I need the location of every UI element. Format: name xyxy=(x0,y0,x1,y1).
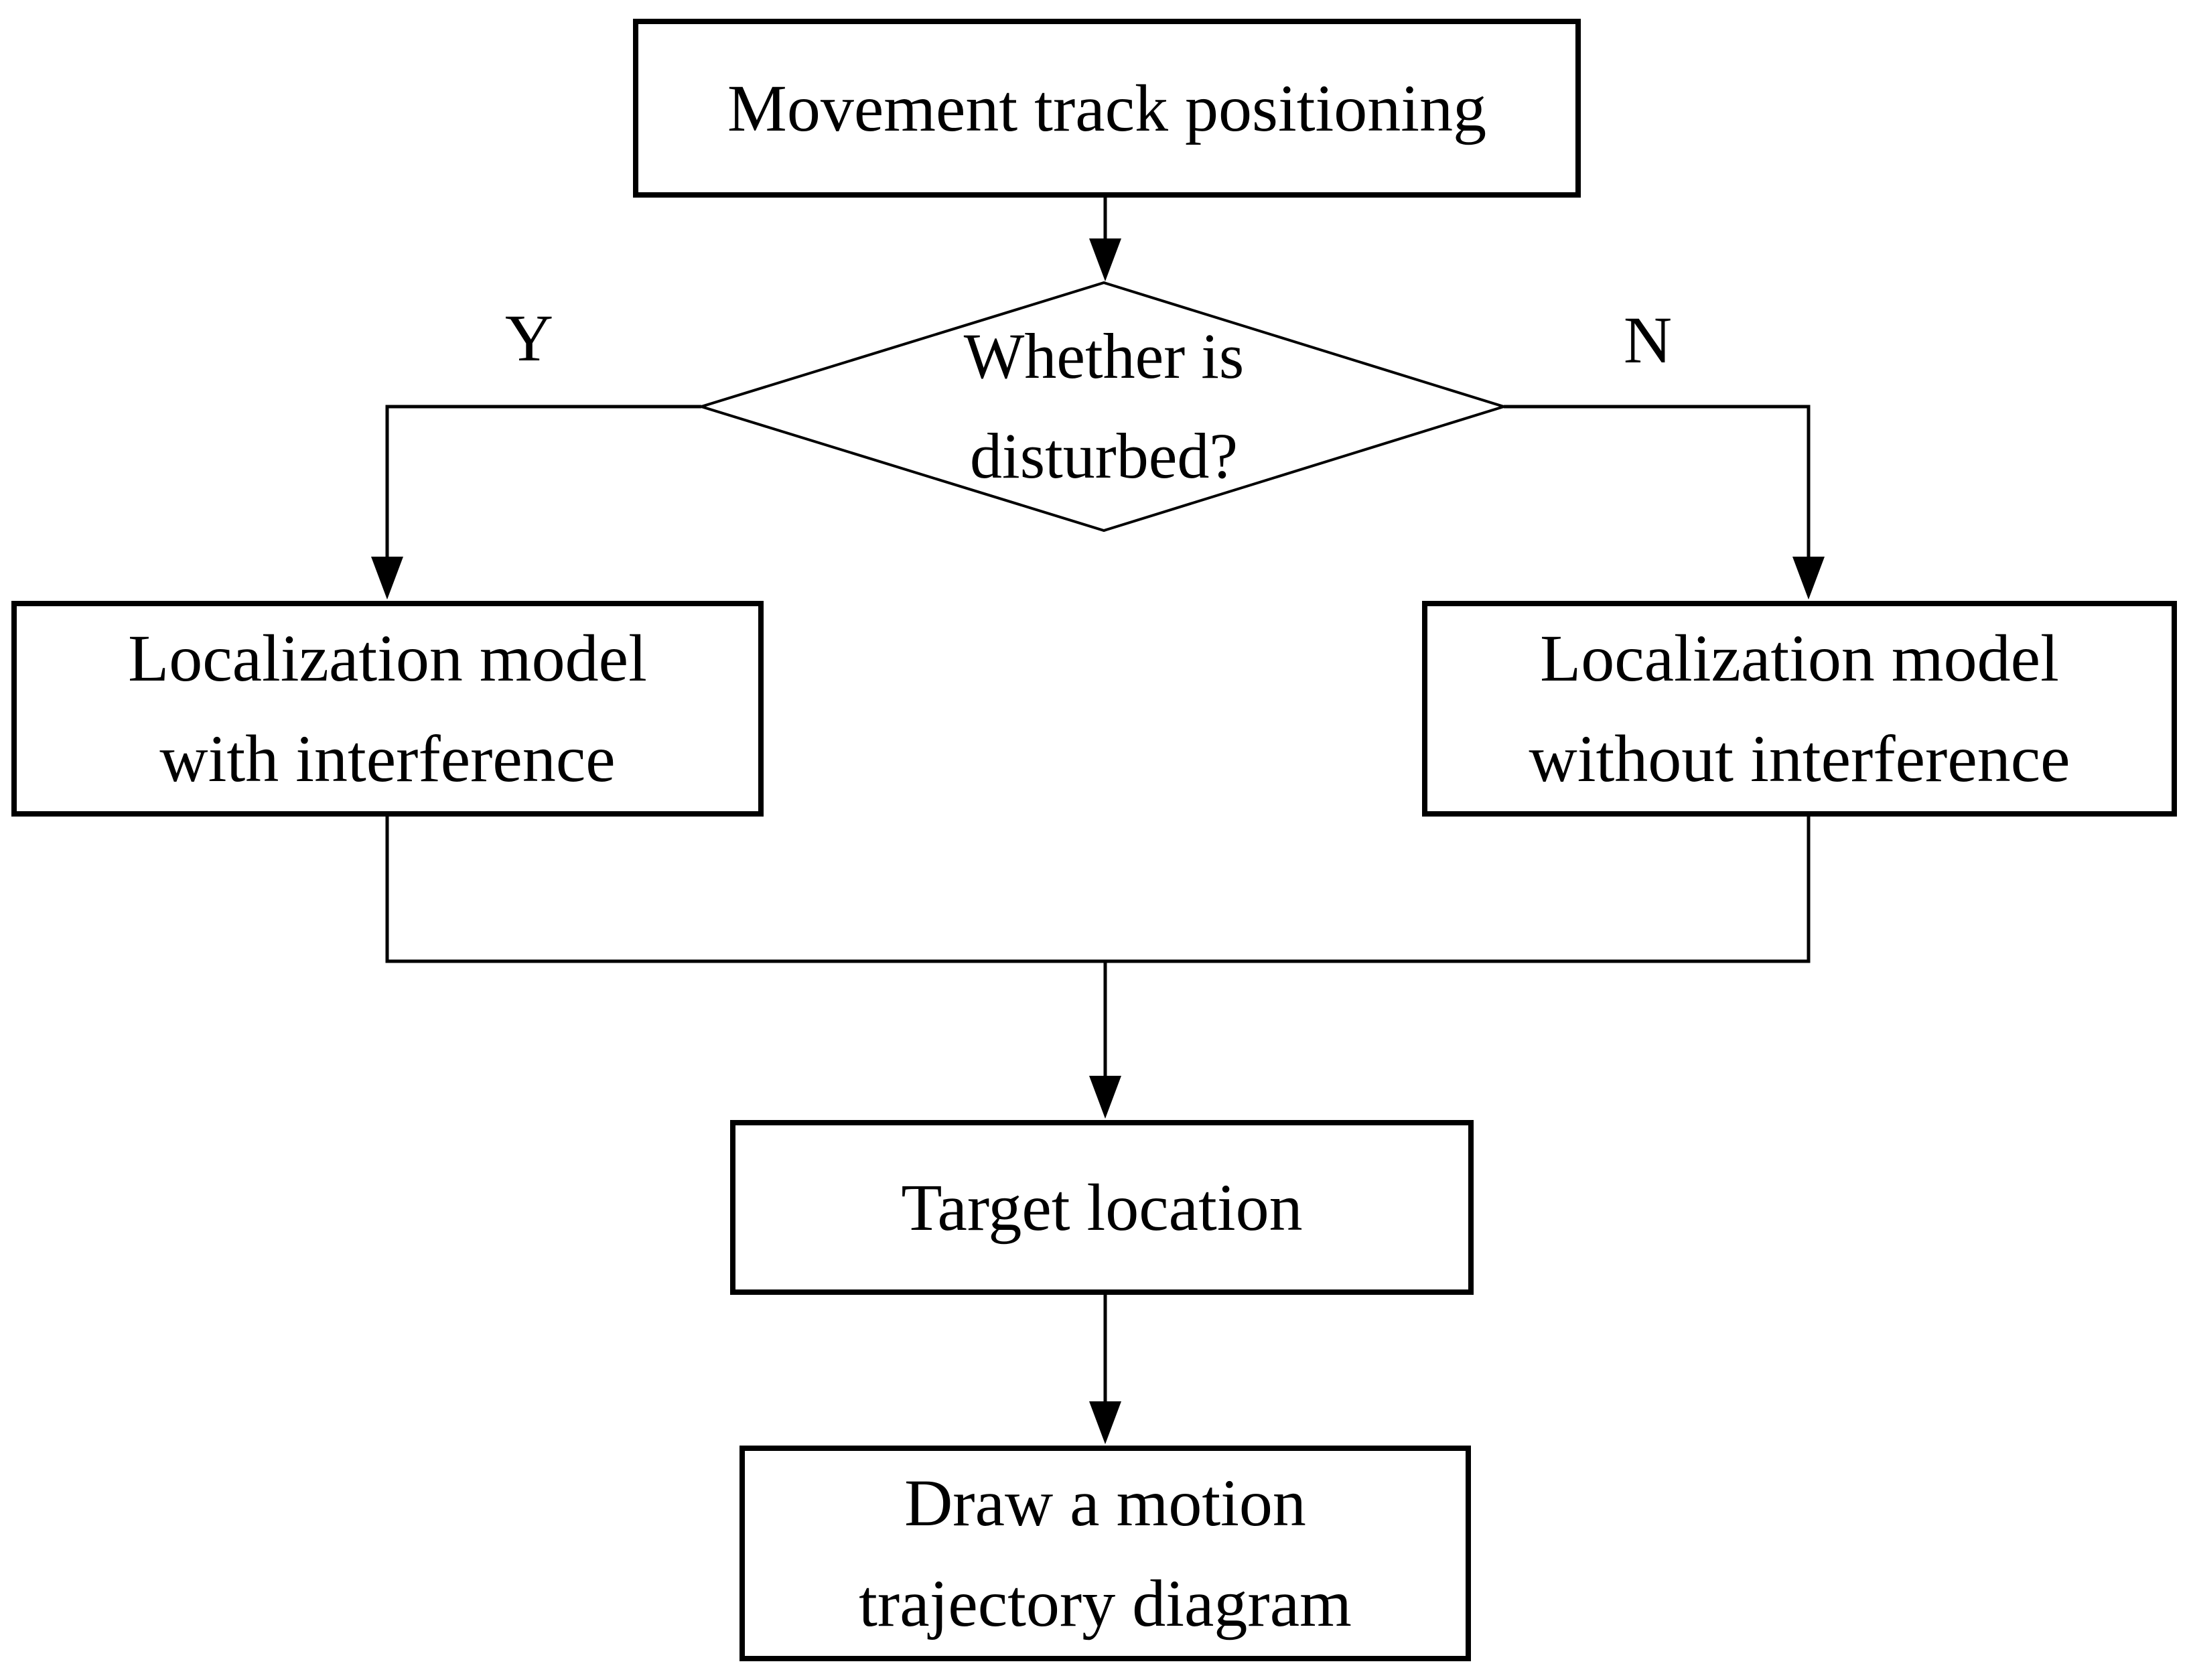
node-label-line2: without interference xyxy=(1529,721,2070,796)
node-label-line1: Draw a motion xyxy=(904,1466,1306,1540)
arrow-down-icon xyxy=(1089,1076,1121,1119)
arrow-down-icon xyxy=(1089,238,1121,281)
node-label: Movement track positioning xyxy=(727,70,1487,145)
node-movement-track-positioning: Movement track positioning xyxy=(633,19,1581,198)
branch-label-yes: Y xyxy=(504,301,554,375)
arrow-down-icon xyxy=(1089,1401,1121,1444)
node-label-line2: with interference xyxy=(159,721,616,796)
node-label-line1: Localization model xyxy=(1540,621,2059,695)
decision-label-line2: disturbed? xyxy=(970,420,1238,492)
node-label-line2: trajectory diagram xyxy=(859,1566,1352,1640)
arrow-down-icon xyxy=(1792,557,1825,600)
node-label: Target location xyxy=(901,1170,1303,1245)
node-draw-motion-trajectory-diagram: Draw a motion trajectory diagram xyxy=(739,1446,1471,1661)
edge-merge-to-target xyxy=(385,815,1811,1119)
edge-decision-to-with-interference xyxy=(371,405,701,600)
decision-label-line1: Whether is xyxy=(963,320,1245,393)
node-target-location: Target location xyxy=(730,1120,1474,1295)
node-decision-whether-is-disturbed: Whether is disturbed? xyxy=(769,307,1439,506)
node-label-line1: Localization model xyxy=(128,621,647,695)
node-localization-model-without-interference: Localization model without interference xyxy=(1422,601,2177,817)
branch-label-no: N xyxy=(1623,303,1673,377)
arrow-down-icon xyxy=(371,557,403,600)
edge-start-to-decision xyxy=(1089,198,1121,281)
decision-diamond-shape xyxy=(697,281,1508,533)
edge-target-to-draw xyxy=(1089,1295,1121,1444)
node-localization-model-with-interference: Localization model with interference xyxy=(11,601,764,817)
edge-decision-to-without-interference xyxy=(1504,405,1825,600)
